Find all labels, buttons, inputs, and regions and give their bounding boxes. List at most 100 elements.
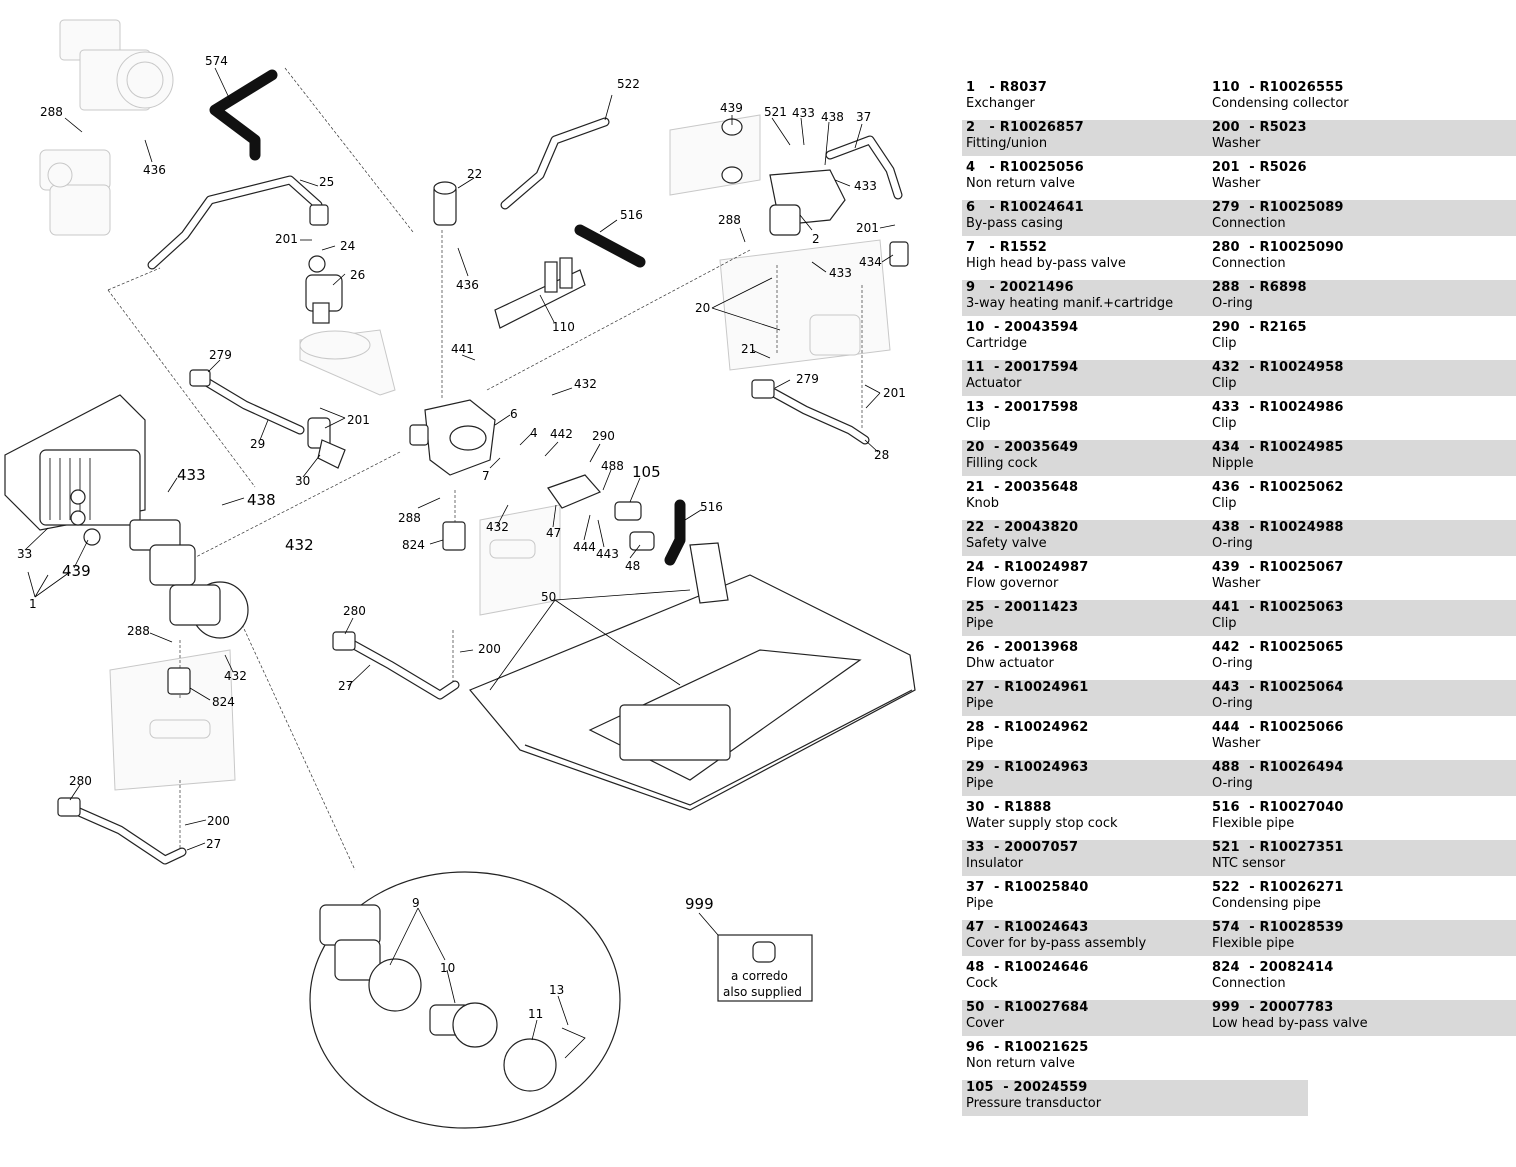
callout-290: 290 (592, 429, 615, 443)
part-code: 439 - R10025067 (1212, 560, 1344, 575)
part-description: Connection (1212, 216, 1286, 231)
part-description: By-pass casing (966, 216, 1063, 231)
part-description: Washer (1212, 736, 1261, 751)
part-code: 6 - R10024641 (966, 200, 1084, 215)
callout-110: 110 (552, 320, 575, 334)
part-description: Clip (1212, 336, 1237, 351)
callout-105: 105 (632, 463, 661, 481)
callout-516: 516 (700, 500, 723, 514)
part-code: 24 - R10024987 (966, 560, 1089, 575)
part-description: Clip (1212, 496, 1237, 511)
part-code: 574 - R10028539 (1212, 920, 1344, 935)
part-description: Flexible pipe (1212, 816, 1295, 831)
callout-434: 434 (859, 255, 882, 269)
supplied-box-line1: a corredo (731, 969, 788, 983)
cover-bracket (689, 542, 729, 604)
part-description: High head by-pass valve (966, 256, 1126, 271)
part-code: 30 - R1888 (966, 800, 1052, 815)
part-code: 521 - R10027351 (1212, 840, 1344, 855)
part-description: Cover (966, 1016, 1005, 1031)
callout-438: 438 (247, 491, 276, 509)
callout-2: 2 (812, 232, 820, 246)
callout-labels: 574 288 436 25 201 24 26 279 29 201 30 4… (17, 54, 906, 1021)
part-description: Washer (1212, 136, 1261, 151)
supplied-part-icon (752, 941, 776, 963)
flexible-pipe-516-top (574, 224, 646, 268)
callout-516: 516 (620, 208, 643, 222)
callout-7: 7 (482, 469, 490, 483)
part-code: 25 - 20011423 (966, 600, 1079, 615)
cover-50 (469, 574, 916, 811)
part-description: Dhw actuator (966, 656, 1054, 671)
part-code: 824 - 20082414 (1212, 960, 1334, 975)
callout-824: 824 (212, 695, 235, 709)
part-description: Pipe (966, 736, 994, 751)
callout-1: 1 (29, 597, 37, 611)
part-description: Cock (966, 976, 998, 991)
part-description: Water supply stop cock (966, 816, 1118, 831)
part-code: 105 - 20024559 (966, 1080, 1088, 1095)
part-description: 3-way heating manif.+cartridge (966, 296, 1174, 311)
condensing-pipe-522 (500, 117, 610, 210)
callout-433: 433 (854, 179, 877, 193)
leader-lines (24, 67, 896, 1041)
cock-48 (629, 531, 655, 551)
part-code: 444 - R10025066 (1212, 720, 1344, 735)
callout-488: 488 (601, 459, 624, 473)
part-description: Actuator (966, 376, 1022, 391)
callout-433: 433 (792, 106, 815, 120)
pipe-29 (189, 369, 305, 435)
part-description: Clip (1212, 616, 1237, 631)
connection-824-center (442, 521, 466, 551)
part-code: 10 - 20043594 (966, 320, 1079, 335)
part-description: Cover for by-pass assembly (966, 936, 1147, 951)
part-description: Non return valve (966, 1056, 1075, 1071)
flexible-pipe-516-bottom (664, 499, 686, 566)
detail-3-way-manifold (319, 904, 586, 1092)
pipe-27-center (332, 631, 460, 700)
stop-cock-30 (307, 417, 346, 469)
callout-27: 27 (338, 679, 353, 693)
part-code: 1 - R8037 (966, 80, 1047, 95)
callout-288: 288 (40, 105, 63, 119)
callout-6: 6 (510, 407, 518, 421)
part-code: 29 - R10024963 (966, 760, 1089, 775)
by-pass-casing-6 (409, 399, 496, 476)
part-code: 4 - R10025056 (966, 160, 1084, 175)
part-code: 37 - R10025840 (966, 880, 1089, 895)
part-code: 11 - 20017594 (966, 360, 1079, 375)
callout-9: 9 (412, 896, 420, 910)
part-code: 441 - R10025063 (1212, 600, 1344, 615)
part-description: O-ring (1212, 656, 1253, 671)
callout-432: 432 (486, 520, 509, 534)
callout-288: 288 (398, 511, 421, 525)
part-description: Knob (966, 496, 999, 511)
part-description: Exchanger (966, 96, 1035, 111)
callout-201: 201 (883, 386, 906, 400)
callout-13: 13 (549, 983, 564, 997)
callout-26: 26 (350, 268, 365, 282)
part-code: 110 - R10026555 (1212, 80, 1344, 95)
part-code: 201 - R5026 (1212, 160, 1307, 175)
part-description: Clip (1212, 376, 1237, 391)
part-description: Connection (1212, 256, 1286, 271)
part-description: Pipe (966, 616, 994, 631)
